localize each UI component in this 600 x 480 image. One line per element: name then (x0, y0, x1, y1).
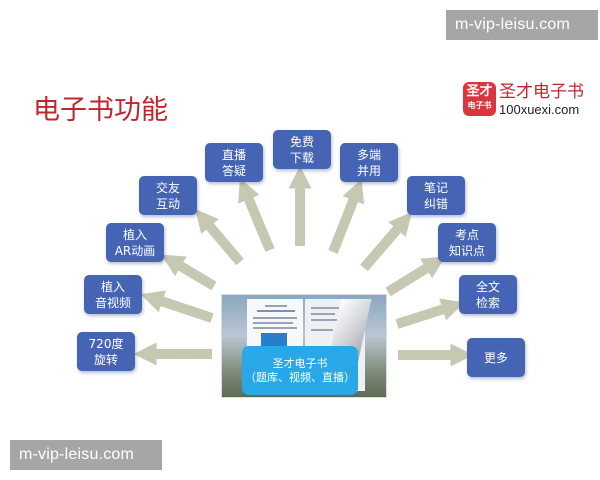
feature-live: 直播 答疑 (205, 143, 263, 182)
feature-more: 更多 (467, 338, 525, 377)
arrow-to-points (385, 256, 446, 297)
feature-social-line2: 互动 (155, 196, 180, 211)
feature-av-line1: 植入 (100, 279, 125, 294)
center-label-line2: （题库、视频、直播） (245, 370, 355, 384)
feature-search: 全文 检索 (459, 275, 517, 314)
feature-social-line1: 交友 (155, 180, 180, 195)
arrow-to-av (140, 290, 214, 323)
logo-badge-icon: 圣才 电子书 (463, 82, 496, 116)
feature-live-line2: 答疑 (221, 163, 246, 178)
arrow-to-multi (328, 178, 365, 254)
feature-notes: 笔记 纠错 (407, 176, 465, 215)
feature-av-line2: 音视频 (94, 295, 131, 310)
feature-download: 免费 下载 (273, 130, 331, 169)
feature-multi-line1: 多端 (356, 147, 381, 162)
arrow-to-search (395, 298, 465, 329)
feature-multi-line2: 并用 (356, 163, 381, 178)
feature-points: 考点 知识点 (438, 223, 496, 262)
feature-av: 植入 音视频 (84, 275, 142, 314)
watermark-top: m-vip-leisu.com (446, 10, 598, 40)
feature-download-line1: 免费 (289, 134, 314, 149)
logo-name: 圣才电子书 (499, 82, 584, 102)
feature-download-line2: 下载 (289, 150, 314, 165)
arrow-to-ar (161, 254, 217, 291)
watermark-bottom: m-vip-leisu.com (10, 440, 162, 470)
feature-multi: 多端 并用 (340, 143, 398, 182)
video-thumbnail-icon (261, 333, 287, 349)
feature-ar-line1: 植入 (122, 227, 147, 242)
feature-rotate: 720度 旋转 (77, 332, 135, 371)
feature-search-line1: 全文 (475, 279, 500, 294)
logo-badge-line2: 电子书 (467, 101, 492, 110)
center-ebook-label: 圣才电子书 （题库、视频、直播） (242, 346, 358, 395)
feature-live-line1: 直播 (221, 147, 246, 162)
feature-search-line2: 检索 (475, 295, 500, 310)
page-title: 电子书功能 (33, 95, 168, 126)
feature-points-line1: 考点 (454, 227, 479, 242)
feature-ar: 植入 AR动画 (106, 223, 164, 262)
logo-badge-line1: 圣才 (466, 84, 493, 99)
feature-rotate-line1: 720度 (88, 336, 124, 351)
feature-rotate-line2: 旋转 (93, 352, 118, 367)
feature-notes-line2: 纠错 (423, 196, 448, 211)
arrow-to-notes (360, 212, 412, 272)
arrow-to-social (195, 208, 244, 266)
feature-ar-line2: AR动画 (114, 243, 156, 258)
feature-social: 交友 互动 (139, 176, 197, 215)
feature-more-line1: 更多 (483, 350, 508, 365)
center-label-line1: 圣才电子书 (272, 356, 328, 370)
logo-url: 100xuexi.com (499, 102, 580, 117)
feature-notes-line1: 笔记 (423, 180, 448, 195)
arrow-to-live (238, 178, 275, 252)
brand-logo: 圣才 电子书 圣才电子书 100xuexi.com (463, 82, 593, 122)
feature-points-line2: 知识点 (448, 243, 485, 258)
